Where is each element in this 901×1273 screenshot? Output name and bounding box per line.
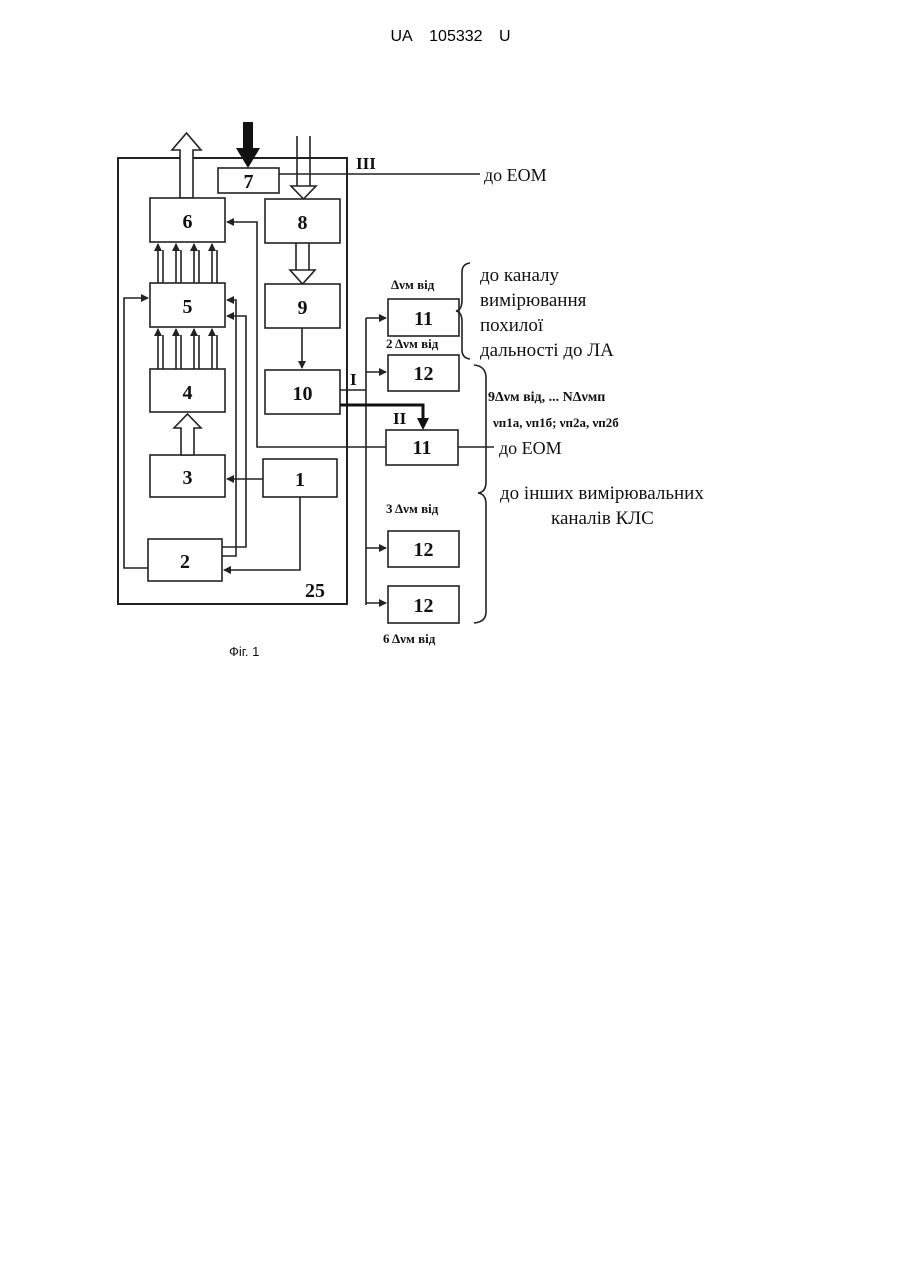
brace-other-channels bbox=[474, 365, 486, 623]
other-channels-line-1: до інших вимірювальних bbox=[500, 483, 704, 504]
block-4-label: 4 bbox=[183, 382, 193, 404]
block-11-text: 11 bbox=[413, 437, 432, 459]
link-2-5-left bbox=[124, 298, 148, 568]
bus-I-label: I bbox=[350, 370, 357, 389]
slant-range-note: до каналу вимірювання похилої дальності … bbox=[480, 265, 614, 361]
block-12c-label: 12 bbox=[414, 539, 434, 561]
block-8: 8 bbox=[265, 199, 340, 243]
block-4: 4 bbox=[150, 369, 225, 412]
freq-label-1: Δνм від bbox=[391, 277, 435, 292]
block-12b-label: 12 bbox=[414, 363, 434, 385]
bus-3-4 bbox=[174, 414, 201, 455]
bus-8-9 bbox=[290, 243, 315, 284]
other-channels-note: до інших вимірювальних каналів КЛС bbox=[500, 483, 704, 529]
block-6-label: 6 bbox=[183, 211, 193, 233]
input-arrow-7 bbox=[236, 122, 260, 168]
output-arrow-6 bbox=[172, 133, 201, 198]
bus-II-label: II bbox=[393, 409, 407, 428]
slant-range-line-3: похилої bbox=[480, 315, 544, 336]
slant-range-line-1: до каналу bbox=[480, 265, 560, 286]
freq-label-3: 3 Δνм від bbox=[386, 501, 439, 516]
block-9: 9 bbox=[265, 284, 340, 328]
block-5-label: 5 bbox=[183, 296, 193, 318]
other-channels-line-2: каналів КЛС bbox=[551, 508, 654, 529]
block-12a-label: 11 bbox=[414, 308, 433, 330]
block-10: 10 bbox=[265, 370, 340, 414]
block-7-label: 7 bbox=[244, 171, 254, 193]
block-1: 1 bbox=[263, 459, 337, 497]
block-12d-label: 12 bbox=[414, 595, 434, 617]
block-11: 11 11 bbox=[386, 430, 458, 465]
frame-label: 25 bbox=[305, 580, 325, 602]
input-bus-8 bbox=[291, 136, 316, 199]
block-10-label: 10 bbox=[293, 383, 313, 405]
freq-label-multi: 9Δνм від, ... NΔνмп bbox=[488, 390, 605, 405]
bus-5-6 bbox=[158, 244, 217, 283]
block-8-label: 8 bbox=[298, 212, 308, 234]
link-10-11-head bbox=[417, 418, 429, 430]
block-6: 6 bbox=[150, 198, 225, 242]
block-3: 3 bbox=[150, 455, 225, 497]
link-2-5-right-b bbox=[222, 316, 246, 547]
bus-4-5 bbox=[158, 329, 217, 369]
block-9-label: 9 bbox=[298, 297, 308, 319]
freq-label-6: 6 Δνм від bbox=[383, 631, 436, 646]
block-1-label: 1 bbox=[295, 469, 305, 491]
block-7: 7 bbox=[218, 168, 279, 193]
block-5: 5 bbox=[150, 283, 225, 327]
block-2: 2 bbox=[148, 539, 222, 581]
link-2-5-right-a bbox=[222, 300, 236, 556]
block-12-b: 12 bbox=[388, 355, 459, 391]
brace-slant-range bbox=[456, 263, 470, 359]
block-12-d: 12 bbox=[388, 586, 459, 623]
block-3-label: 3 bbox=[183, 467, 193, 489]
slant-range-line-4: дальності до ЛА bbox=[480, 340, 614, 361]
freq-label-pilot: νп1а, νп1б; νп2а, νп2б bbox=[492, 415, 619, 430]
block-12-c: 12 bbox=[388, 531, 459, 567]
to-computer-top: до ЕОМ bbox=[484, 165, 547, 185]
slant-range-line-2: вимірювання bbox=[480, 290, 587, 311]
block-2-label: 2 bbox=[180, 551, 190, 573]
to-computer-mid: до ЕОМ bbox=[499, 438, 562, 458]
freq-label-2: 2 Δνм від bbox=[386, 336, 439, 351]
bus-III-label: III bbox=[356, 154, 376, 173]
block-12-a: 11 bbox=[388, 299, 459, 336]
link-10-11 bbox=[340, 405, 423, 420]
figure-caption: Фіг. 1 bbox=[229, 644, 259, 659]
